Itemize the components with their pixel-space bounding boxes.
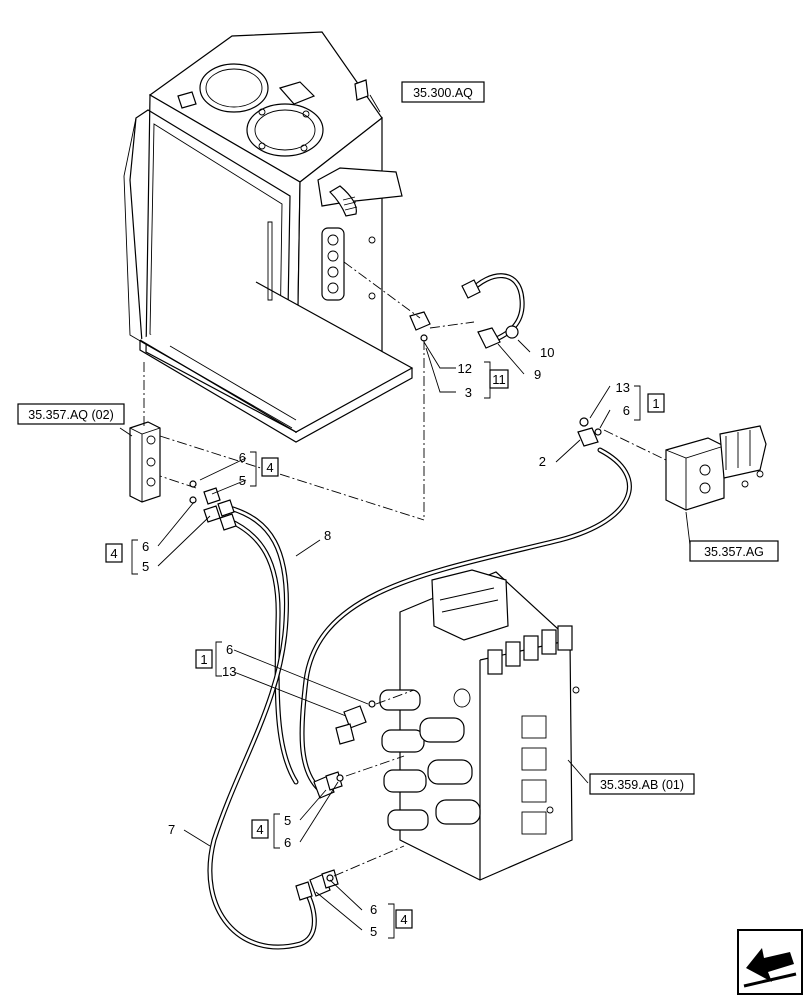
- kit-label: 4: [256, 822, 263, 837]
- callout-5: 5: [142, 559, 149, 574]
- hydraulic-tank: [123, 31, 414, 443]
- control-valve: [379, 569, 580, 881]
- svg-text:35.300.AQ: 35.300.AQ: [413, 86, 473, 100]
- kit-label: 1: [200, 652, 207, 667]
- kit-boxes: 11 1 4 4 1 4 4: [105, 369, 665, 929]
- ref-right-block[interactable]: 35.357.AG: [689, 540, 779, 562]
- fittings: [189, 279, 602, 901]
- callout-6: 6: [623, 403, 630, 418]
- callout-10: 10: [540, 345, 554, 360]
- kit-label: 1: [652, 396, 659, 411]
- kit-label: 4: [266, 460, 273, 475]
- callout-13: 13: [222, 664, 236, 679]
- callout-7: 7: [168, 822, 175, 837]
- callout-8: 8: [324, 528, 331, 543]
- ref-tank[interactable]: 35.300.AQ: [401, 81, 485, 103]
- hose-assemblies: [207, 273, 632, 950]
- kit-label: 4: [110, 546, 117, 561]
- callout-6: 6: [284, 835, 291, 850]
- svg-text:35.357.AQ (02): 35.357.AQ (02): [28, 408, 113, 422]
- ref-left-block[interactable]: 35.357.AQ (02): [17, 403, 125, 425]
- callout-5: 5: [284, 813, 291, 828]
- center-lines: [143, 261, 667, 877]
- svg-text:35.359.AB (01): 35.359.AB (01): [600, 778, 684, 792]
- callout-5: 5: [370, 924, 377, 939]
- callout-9: 9: [534, 367, 541, 382]
- svg-text:35.357.AG: 35.357.AG: [704, 545, 764, 559]
- callout-6: 6: [239, 450, 246, 465]
- callout-13: 13: [616, 380, 630, 395]
- callout-5: 5: [239, 473, 246, 488]
- callout-12: 12: [458, 361, 472, 376]
- leader-lines: [119, 94, 691, 931]
- kit-label: 11: [492, 372, 506, 387]
- callout-6: 6: [226, 642, 233, 657]
- left-manifold-block: [129, 421, 161, 503]
- callout-2: 2: [539, 454, 546, 469]
- callout-6: 6: [142, 539, 149, 554]
- callout-3: 3: [465, 385, 472, 400]
- kit-label: 4: [400, 912, 407, 927]
- ref-control-valve[interactable]: 35.359.AB (01): [589, 773, 695, 795]
- callout-6: 6: [370, 902, 377, 917]
- callout-numbers: 12 3 10 9 13 6 2 6 5 6 5 8 6 13 5 6 7 6 …: [142, 345, 630, 939]
- reference-labels[interactable]: 35.300.AQ 35.357.AQ (02) 35.357.AG 35.35…: [17, 81, 779, 795]
- next-page-arrow-icon[interactable]: [737, 929, 803, 995]
- right-manifold-block: [665, 425, 767, 511]
